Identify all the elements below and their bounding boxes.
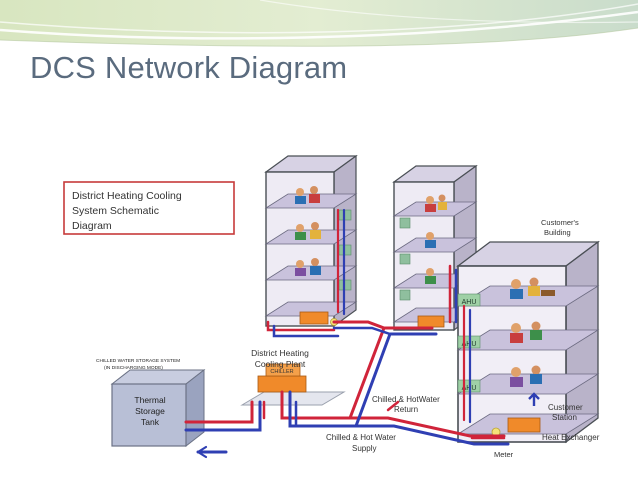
plant-label-2: Cooling Plant (255, 359, 306, 369)
slide-title: DCS Network Diagram (30, 50, 348, 85)
legend-line-3: Diagram (72, 220, 112, 232)
supply-label-1: Chilled & Hot Water (326, 433, 396, 442)
meter-label: Meter (494, 450, 514, 459)
dhc-schematic-diagram: District Heating Cooling System Schemati… (38, 100, 618, 479)
return-label-1: Chilled & HotWater (372, 395, 440, 404)
legend-line-1: District Heating Cooling (72, 190, 182, 202)
ahu-unit-1: AHU (457, 293, 481, 307)
tank-label-2: Storage (135, 406, 165, 416)
plant-label-1: District Heating (251, 348, 309, 358)
building-a-unit (299, 311, 329, 325)
customer-building-label-2: Building (544, 228, 571, 237)
customer-station-label-1: Customer (548, 403, 583, 412)
customer-building: AHU AHU AHU (456, 240, 600, 444)
storage-caption-2: (IN DISCHARGING MODE) (104, 365, 163, 371)
heat-exchanger-label: Heat Exchanger (542, 433, 600, 442)
supply-label-2: Supply (352, 444, 376, 453)
tank-label-3: Tank (141, 417, 160, 427)
header-swoosh (0, 0, 638, 47)
thermal-storage-tank: Thermal Storage Tank (110, 368, 206, 448)
customer-station-label-2: Station (552, 413, 577, 422)
storage-caption-1: CHILLED WATER STORAGE SYSTEM (96, 358, 180, 364)
pipe-network (184, 208, 510, 459)
building-a (264, 154, 358, 328)
legend-line-2: System Schematic (72, 205, 159, 217)
heat-exchanger-unit (507, 417, 541, 433)
legend-box: District Heating Cooling System Schemati… (63, 181, 235, 235)
occupants-icon (295, 186, 321, 276)
return-label-2: Return (394, 405, 418, 414)
ahu-label-1: AHU (462, 299, 477, 306)
customer-building-label-1: Customer's (541, 218, 579, 227)
chiller-label: CHILLER (270, 369, 293, 375)
up-arrow-icon (528, 392, 540, 406)
schematic-svg: District Heating Cooling System Schemati… (38, 100, 618, 479)
district-cooling-plant: CHILLER District Heating Cooling Plant (240, 348, 346, 406)
tank-label-1: Thermal (134, 395, 165, 405)
